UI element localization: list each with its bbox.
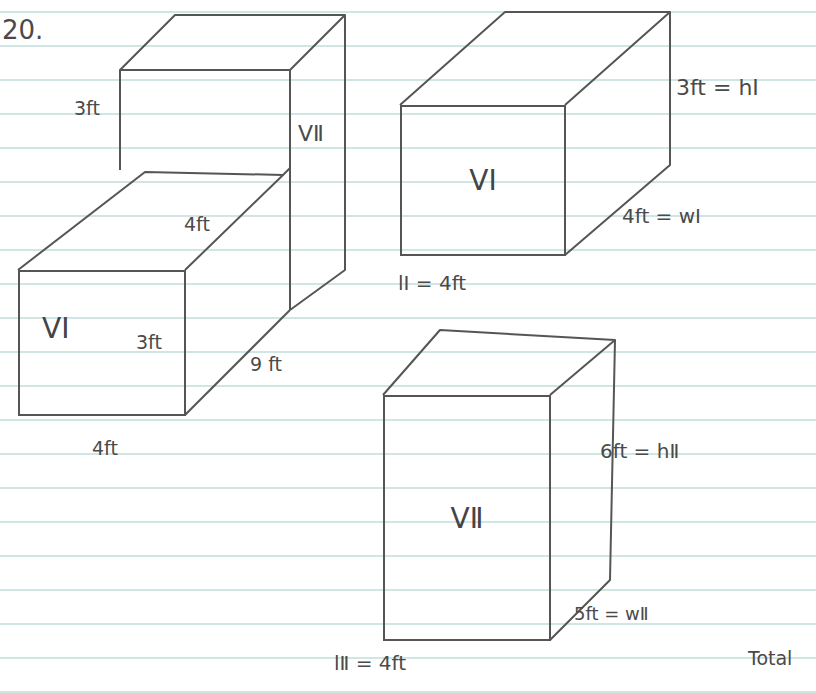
box-face: VⅡ bbox=[383, 395, 551, 641]
dimension-label: Total bbox=[748, 648, 792, 669]
volume-label: VⅠ bbox=[42, 312, 69, 345]
volume-label: VⅠ bbox=[469, 164, 496, 197]
dimension-label: 4ft bbox=[184, 214, 210, 235]
volume-label: VⅡ bbox=[451, 502, 484, 535]
dimension-label: 20. bbox=[2, 16, 43, 45]
dimension-label: lⅠ = 4ft bbox=[398, 272, 466, 294]
dimension-label: VⅡ bbox=[298, 122, 324, 146]
dimension-label: 3ft bbox=[136, 332, 162, 353]
dimension-label: 3ft = hⅠ bbox=[676, 76, 759, 100]
dimension-label: 4ft bbox=[92, 438, 118, 459]
dimension-label: 6ft = hⅡ bbox=[600, 440, 679, 462]
dimension-label: 4ft = wⅠ bbox=[622, 205, 701, 227]
box-face: VⅠ bbox=[400, 105, 566, 256]
dimension-label: lⅡ = 4ft bbox=[334, 652, 406, 674]
pencil-sketch bbox=[18, 12, 670, 640]
dimension-label: 5ft = wⅡ bbox=[574, 604, 649, 624]
dimension-label: 3ft bbox=[74, 98, 100, 119]
ruled-lines bbox=[0, 12, 816, 692]
dimension-label: 9 ft bbox=[250, 354, 282, 375]
